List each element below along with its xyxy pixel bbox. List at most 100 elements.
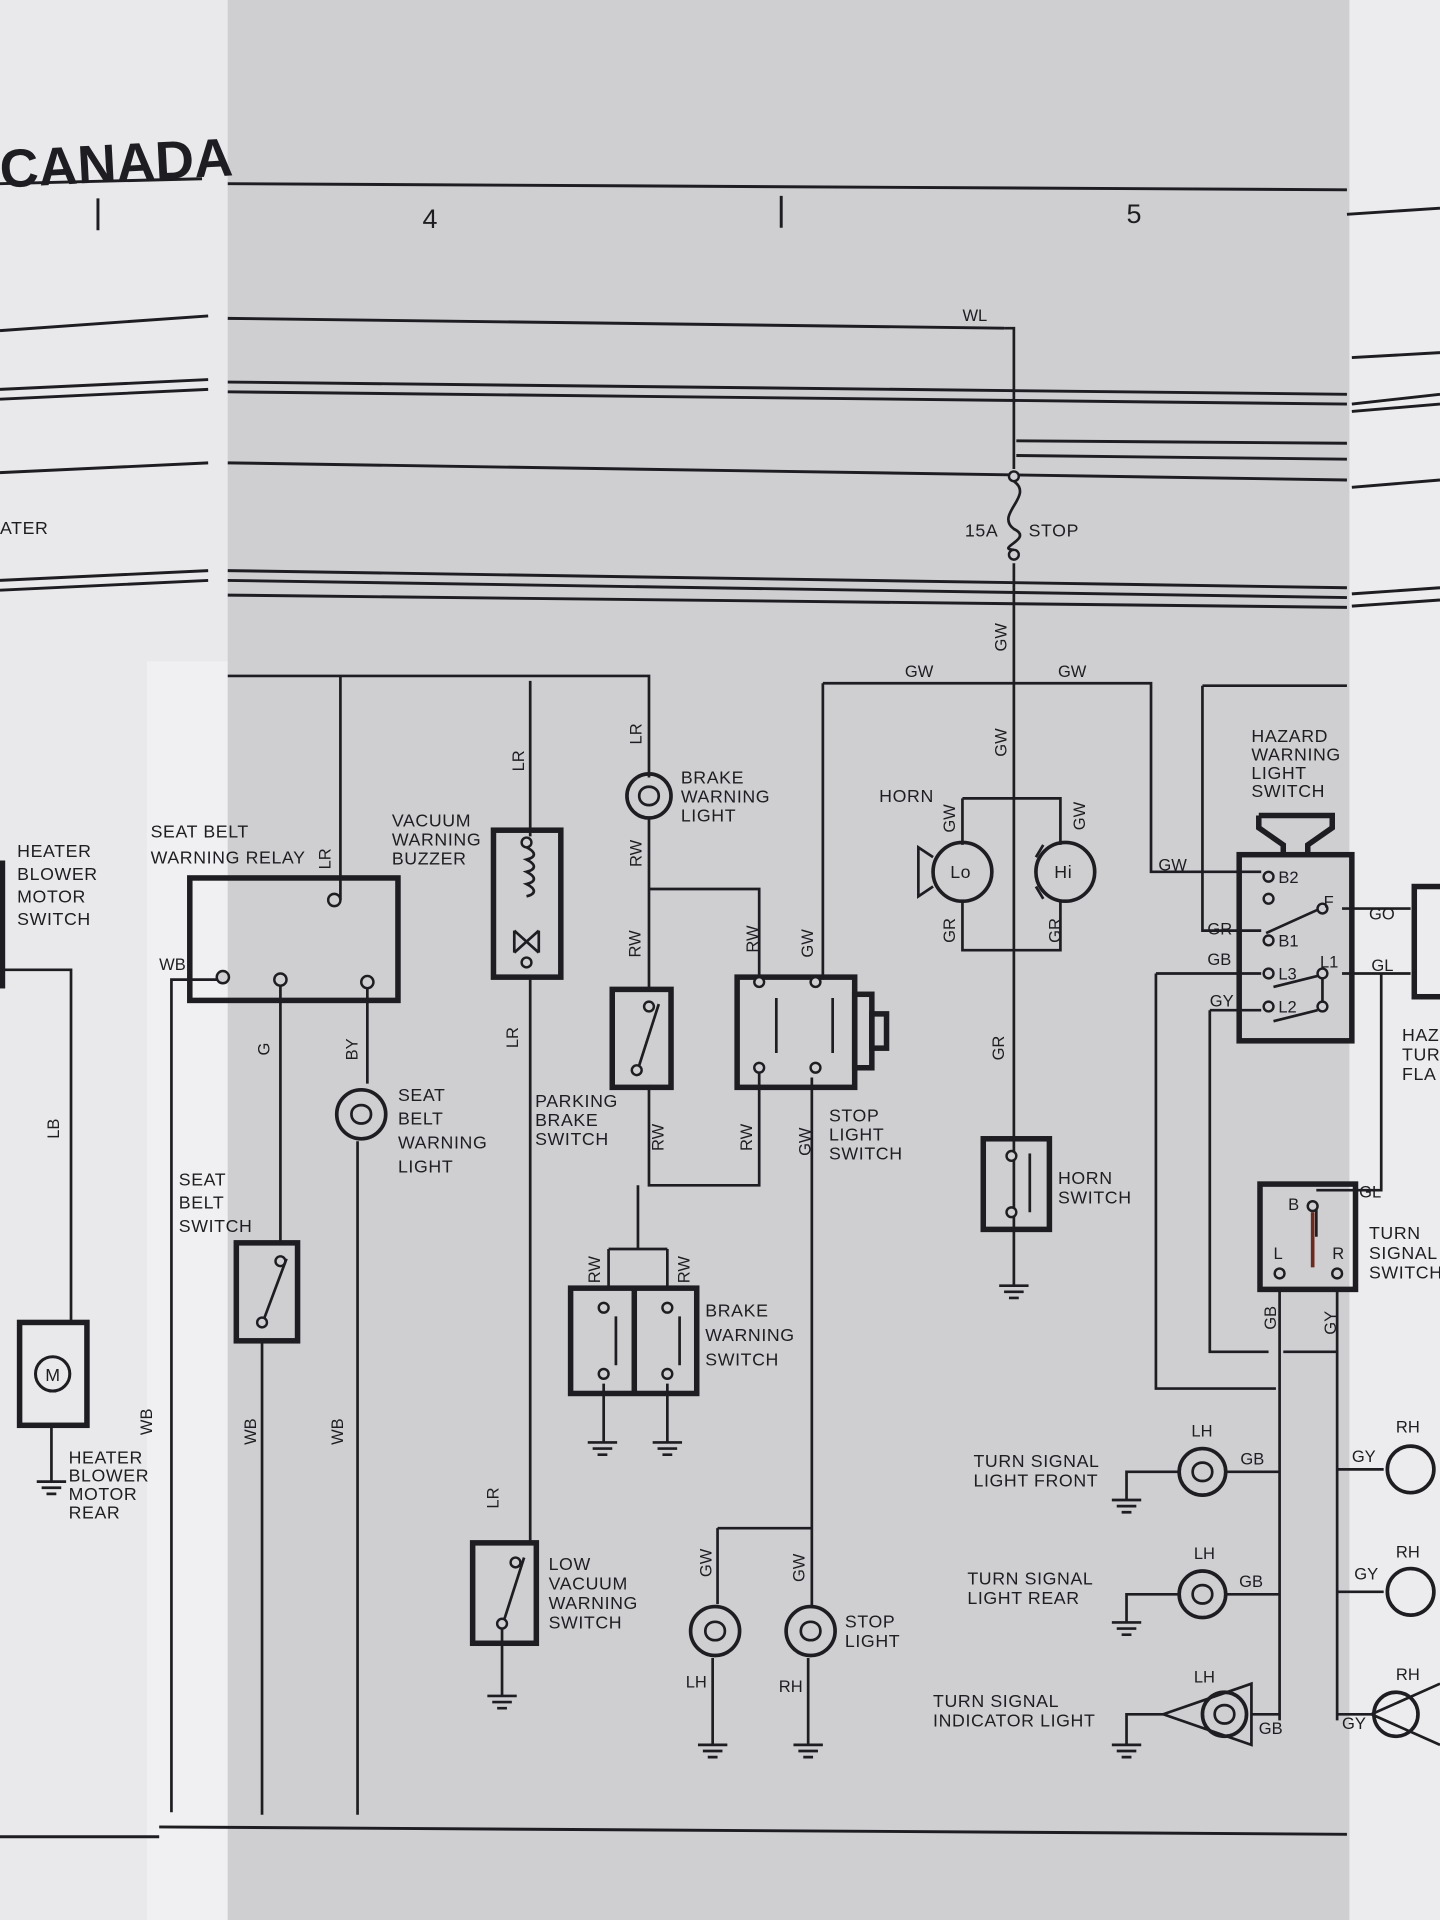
wire-color-label: GW <box>789 1553 808 1582</box>
stop-light-switch <box>734 974 890 1091</box>
wire-color-label: GB <box>1261 1306 1280 1330</box>
wire-color-label: RW <box>743 925 762 953</box>
parking-brake-switch-label: PARKING <box>535 1091 618 1111</box>
column-number-4: 4 <box>422 204 437 234</box>
bus-lines <box>0 177 1440 1839</box>
wire-color-label: GR <box>940 918 959 943</box>
seat-belt-warning-light-label: WARNING <box>398 1133 487 1153</box>
hazard-warning-light-switch-label: HAZARD <box>1251 726 1328 746</box>
motor-symbol-label: M <box>45 1365 60 1385</box>
vacuum-warning-buzzer-label: VACUUM <box>392 811 471 831</box>
parking-brake-switch-label: BRAKE <box>535 1110 598 1130</box>
left-page-fold <box>146 661 228 1920</box>
brake-warning-switch-label: WARNING <box>705 1325 794 1345</box>
turn-signal-rh-bulbs <box>1370 1444 1440 1747</box>
turn-signal-indicator-light-label: TURN SIGNAL <box>933 1691 1059 1711</box>
wire-color-label: GO <box>1369 905 1395 924</box>
hazard-terminal-label: B2 <box>1278 868 1298 887</box>
wire-color-label: WB <box>137 1408 156 1435</box>
wire-color-label: GB <box>1239 1572 1263 1591</box>
turn-signal-indicator-lh <box>1159 1681 1253 1747</box>
turn-signal-terminal-label: L <box>1273 1244 1282 1263</box>
hazard-turn-flasher-label: FLA <box>1402 1064 1436 1084</box>
stop-light-rh-bulb <box>784 1604 837 1658</box>
fuse-name: STOP <box>1029 520 1079 540</box>
wire-color-label: GR <box>1045 918 1064 943</box>
vacuum-warning-buzzer <box>490 827 564 980</box>
seat-belt-warning-light-label: LIGHT <box>398 1156 453 1176</box>
horn-lo <box>917 840 994 904</box>
horn-switch-label: HORN <box>1058 1168 1113 1188</box>
wire-color-label: LH <box>686 1672 707 1691</box>
wire-color-label: GB <box>1240 1449 1264 1468</box>
fuse-15a-stop <box>1007 470 1022 561</box>
turn-signal-switch <box>1257 1181 1359 1293</box>
wire-color-label: GW <box>1158 856 1187 875</box>
stop-light-lh-bulb <box>688 1604 742 1658</box>
vacuum-warning-buzzer-label: BUZZER <box>392 848 467 868</box>
wire-color-label: LR <box>509 750 528 771</box>
wire-color-label: LH <box>1191 1421 1212 1440</box>
wire-color-label: GW <box>992 623 1011 652</box>
wire-color-label: LR <box>483 1487 502 1508</box>
wire-color-label: GW <box>992 728 1011 757</box>
wire-color-label: WL <box>962 306 987 325</box>
ground-symbols <box>36 1284 1142 1759</box>
horn-switch-label: SWITCH <box>1058 1188 1132 1208</box>
turn-signal-front-lh-bulb <box>1177 1446 1228 1497</box>
seat-belt-warning-relay-label: WARNING RELAY <box>151 847 306 867</box>
stop-light-switch-label: STOP <box>829 1106 879 1126</box>
wire-color-label: RW <box>649 1123 668 1151</box>
brake-warning-light-label: LIGHT <box>681 806 736 826</box>
stop-light-switch-label: LIGHT <box>829 1125 884 1145</box>
low-vacuum-warning-switch-label: LOW <box>549 1554 591 1574</box>
brake-warning-light-bulb <box>625 772 673 820</box>
parking-brake-switch-label: SWITCH <box>535 1129 609 1149</box>
wire-color-label: WB <box>241 1418 260 1445</box>
wire-color-label: BY <box>343 1038 362 1060</box>
wire-color-label: WB <box>159 955 186 974</box>
wire-color-label: GW <box>696 1548 715 1577</box>
seat-belt-warning-light-label: SEAT <box>398 1085 445 1105</box>
seat-belt-warning-relay-label: SEAT BELT <box>151 822 249 842</box>
brake-warning-light-label: BRAKE <box>681 768 744 788</box>
wire-color-label: GY <box>1352 1447 1376 1466</box>
wire-color-label: RW <box>625 930 644 958</box>
hazard-warning-light-switch <box>1236 812 1355 1044</box>
horn-hi <box>1034 840 1097 904</box>
wire-color-label: GY <box>1210 992 1234 1011</box>
wire-color-label: GW <box>940 804 959 833</box>
wire-color-label: LB <box>44 1119 63 1139</box>
hazard-warning-light-switch-label: LIGHT <box>1251 763 1306 783</box>
wire-color-label: WB <box>328 1418 347 1445</box>
wire-color-label: RH <box>1396 1665 1420 1684</box>
wire-color-label: RW <box>585 1256 604 1284</box>
wire-color-label: GR <box>989 1036 1008 1061</box>
turn-signal-light-front-label: LIGHT FRONT <box>973 1471 1098 1491</box>
wire-color-label: LH <box>1194 1667 1215 1686</box>
heater-blower-motor-rear-label: REAR <box>69 1502 121 1522</box>
turn-signal-light-rear-label: TURN SIGNAL <box>967 1568 1093 1588</box>
wire-color-label: GY <box>1354 1565 1378 1584</box>
stop-light-label: STOP <box>845 1611 895 1631</box>
wire-color-label: RW <box>627 839 646 867</box>
heater-blower-motor-switch-label: HEATER <box>17 841 91 861</box>
wire-color-label: RH <box>1396 1418 1420 1437</box>
hazard-terminal-label: L2 <box>1278 998 1296 1017</box>
turn-signal-switch-label: SWITCH <box>1369 1262 1440 1282</box>
parking-brake-switch <box>609 986 674 1091</box>
stop-light-switch-label: SWITCH <box>829 1144 903 1164</box>
hazard-warning-light-switch-label: WARNING <box>1251 744 1340 764</box>
wire-color-label: G <box>254 1043 273 1056</box>
heater-blower-motor-switch-box <box>0 860 6 989</box>
hazard-terminal-label: L3 <box>1278 965 1296 984</box>
heater-blower-motor <box>16 1319 90 1429</box>
column-number-5: 5 <box>1127 199 1142 229</box>
horn-lo-label: Lo <box>950 862 971 882</box>
wire-color-label: GL <box>1371 956 1393 975</box>
horn-label: HORN <box>879 786 934 806</box>
seat-belt-warning-relay <box>187 875 401 1004</box>
wire-color-label: LR <box>627 723 646 744</box>
hazard-turn-flasher-label: TUR <box>1402 1044 1440 1064</box>
